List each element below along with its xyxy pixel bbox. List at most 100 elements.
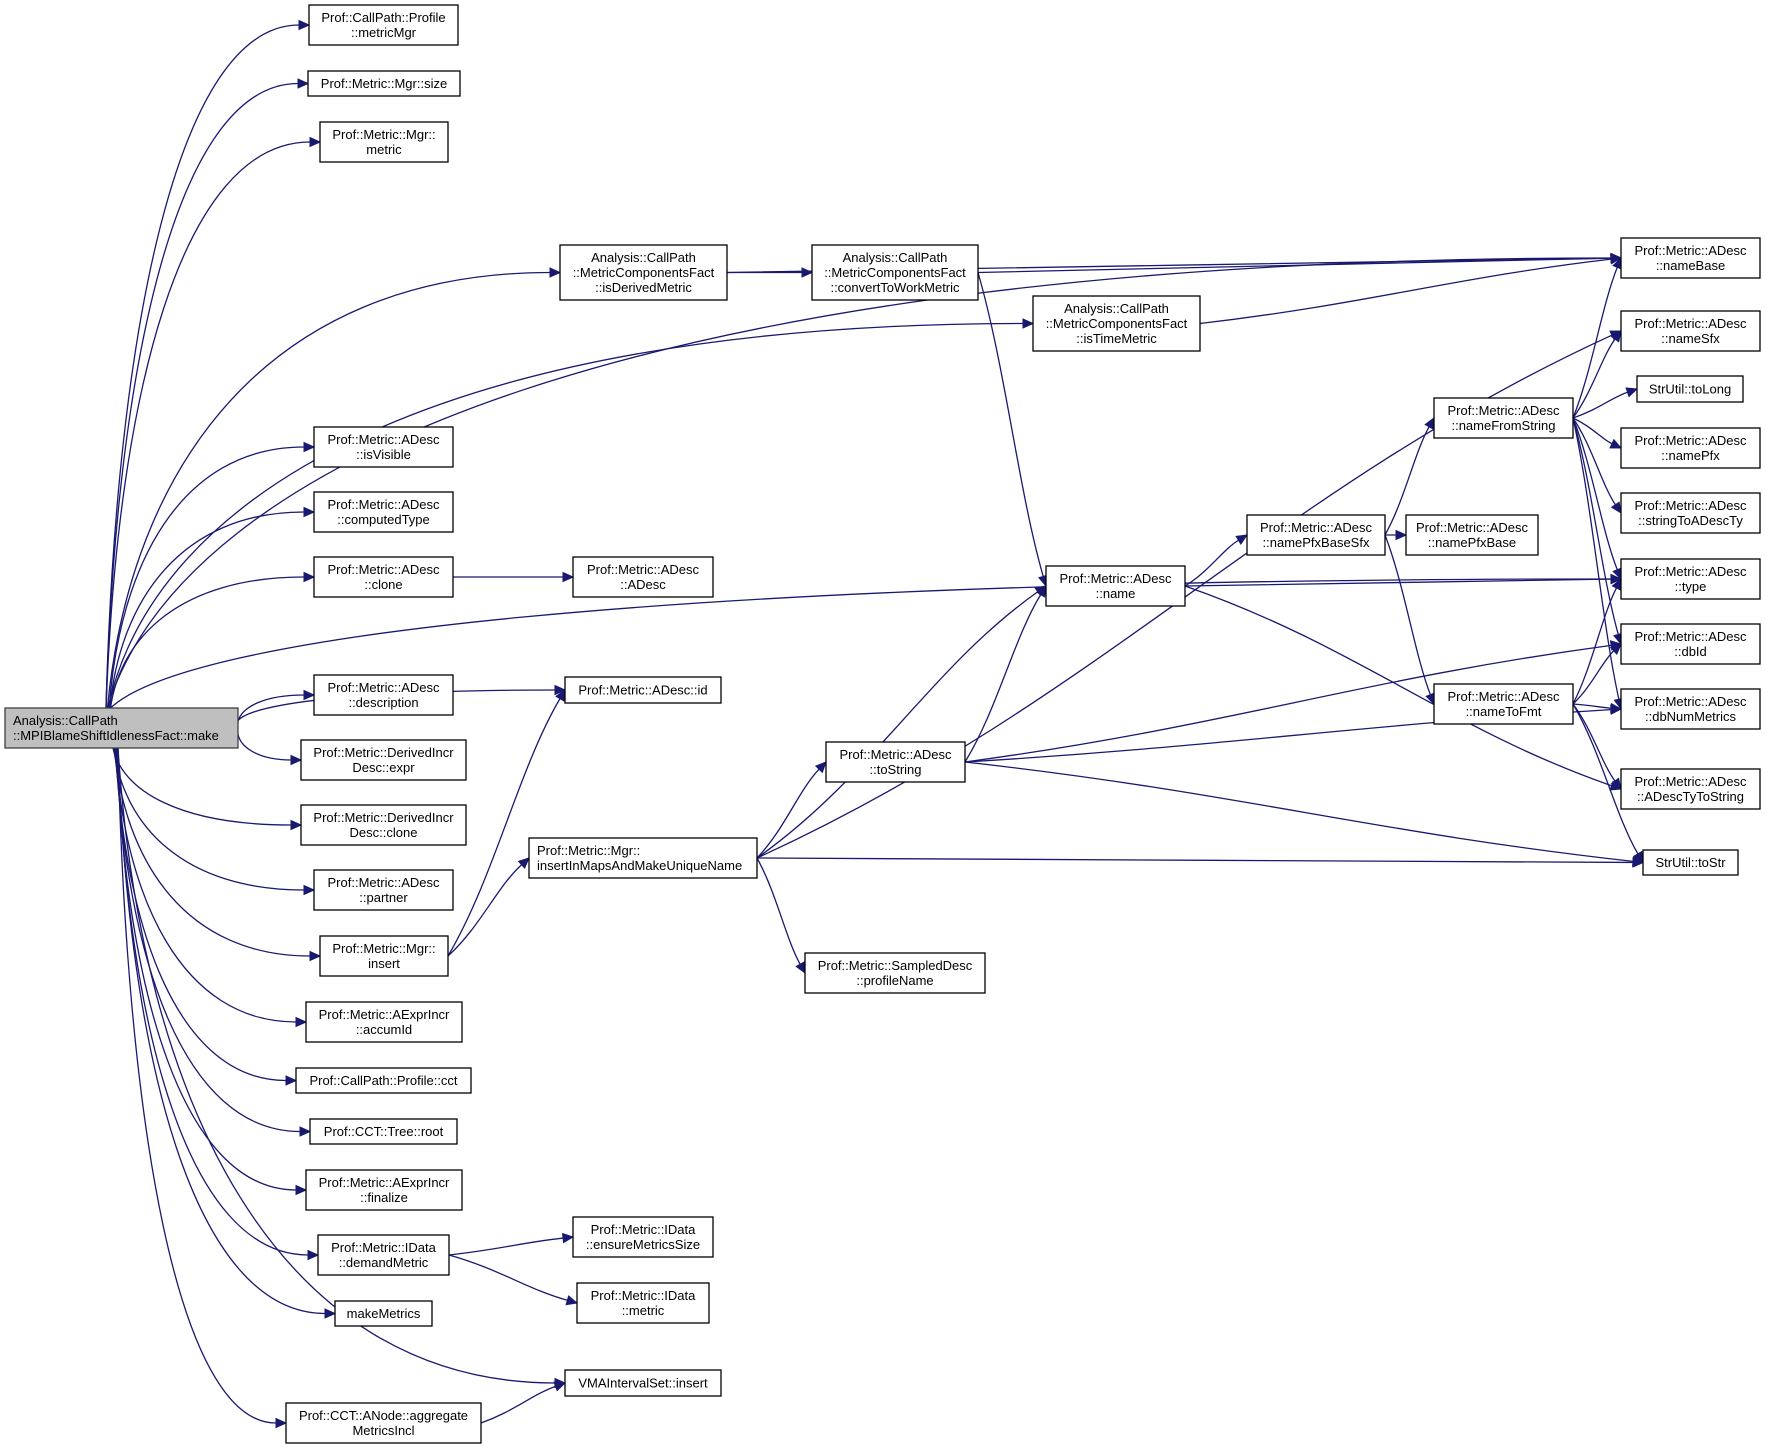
node-label-line: Analysis::CallPath — [1064, 301, 1169, 316]
node-box — [825, 741, 966, 783]
edge-line — [1572, 650, 1615, 705]
node-vma-insert[interactable]: VMAIntervalSet::insert — [564, 1369, 722, 1397]
edge-make-to-clone — [109, 571, 316, 709]
node-label-line: Prof::Metric::ADesc — [1260, 520, 1372, 535]
node-is-derived[interactable]: Analysis::CallPath::MetricComponentsFact… — [559, 244, 728, 301]
node-name[interactable]: Prof::Metric::ADesc::name — [1045, 565, 1186, 607]
edge-line — [756, 768, 820, 859]
node-tree-root[interactable]: Prof::CCT::Tree::root — [309, 1118, 458, 1145]
edge-line — [1572, 703, 1612, 709]
edge-line — [110, 578, 1612, 709]
node-partner[interactable]: Prof::Metric::ADesc::partner — [313, 869, 454, 911]
node-mgr-insert[interactable]: Prof::Metric::Mgr::insert — [319, 935, 449, 977]
node-is-visible[interactable]: Prof::Metric::ADesc::isVisible — [313, 426, 454, 468]
node-db-id[interactable]: Prof::Metric::ADesc::dbId — [1620, 623, 1761, 665]
arrowhead-icon — [1610, 501, 1622, 515]
arrowhead-icon — [324, 1308, 337, 1319]
node-box — [576, 1282, 710, 1324]
node-label-line: Prof::Metric::ADesc — [328, 432, 440, 447]
arrowhead-icon — [1610, 573, 1623, 585]
node-convert-to-work[interactable]: Analysis::CallPath::MetricComponentsFact… — [811, 244, 979, 301]
arrowhead-icon — [1610, 330, 1622, 343]
node-accum-id[interactable]: Prof::Metric::AExprIncr::accumId — [305, 1001, 463, 1043]
node-adesc-ctor[interactable]: Prof::Metric::ADesc::ADesc — [572, 556, 714, 598]
node-name-from-string[interactable]: Prof::Metric::ADesc::nameFromString — [1433, 397, 1574, 439]
node-description[interactable]: Prof::Metric::ADesc::description — [313, 674, 454, 716]
node-name-pfx-base-sfx[interactable]: Prof::Metric::ADesc::namePfxBaseSfx — [1246, 514, 1386, 556]
node-a-desc-ty-to-string[interactable]: Prof::Metric::ADesc::ADescTyToString — [1620, 768, 1761, 810]
node-name-base[interactable]: Prof::Metric::ADesc::nameBase — [1620, 237, 1761, 279]
node-string-to-adesc-ty[interactable]: Prof::Metric::ADesc::stringToADescTy — [1620, 492, 1761, 534]
edge-line — [117, 747, 556, 1384]
node-label-line: ::toString — [869, 762, 921, 777]
nodes-layer: Analysis::CallPath::MPIBlameShiftIdlenes… — [4, 4, 1761, 1444]
node-label-line: Prof::CCT::ANode::aggregate — [299, 1408, 468, 1423]
node-to-str[interactable]: StrUtil::toStr — [1642, 849, 1739, 876]
node-name-pfx[interactable]: Prof::Metric::ADesc::namePfx — [1620, 427, 1761, 469]
node-box — [300, 804, 467, 846]
node-ensure-metrics-size[interactable]: Prof::Metric::IData::ensureMetricsSize — [572, 1216, 714, 1258]
node-box — [1620, 427, 1761, 469]
node-to-long[interactable]: StrUtil::toLong — [1636, 375, 1744, 403]
node-db-num-metrics[interactable]: Prof::Metric::ADesc::dbNumMetrics — [1620, 688, 1761, 730]
arrowhead-icon — [1609, 253, 1623, 265]
node-idata-metric[interactable]: Prof::Metric::IData::metric — [576, 1282, 710, 1324]
arrowhead-icon — [303, 441, 316, 453]
node-label-line: ::type — [1675, 579, 1707, 594]
node-name-sfx[interactable]: Prof::Metric::ADesc::nameSfx — [1620, 310, 1761, 352]
node-metric-mgr[interactable]: Prof::CallPath::Profile::metricMgr — [308, 4, 459, 46]
node-profile-cct[interactable]: Prof::CallPath::Profile::cct — [295, 1067, 472, 1094]
edge-line — [1572, 703, 1616, 782]
node-box — [564, 1369, 722, 1397]
node-label-line: Prof::Metric::Mgr:: — [332, 127, 435, 142]
node-finalize[interactable]: Prof::Metric::AExprIncr::finalize — [305, 1169, 463, 1211]
node-adesc-id[interactable]: Prof::Metric::ADesc::id — [564, 676, 722, 704]
node-label-line: ::namePfx — [1661, 448, 1720, 463]
node-label-line: ::MetricComponentsFact — [573, 265, 715, 280]
node-label-line: Prof::CallPath::Profile — [321, 10, 445, 25]
edge-make-to-finalize — [115, 747, 308, 1196]
node-label-line: Prof::Metric::ADesc — [1448, 689, 1560, 704]
edge-line — [1572, 417, 1613, 445]
arrowhead-icon — [1395, 529, 1408, 541]
edge-line — [107, 322, 1024, 709]
node-is-time[interactable]: Analysis::CallPath::MetricComponentsFact… — [1032, 295, 1201, 352]
edge-make-to-is-time — [107, 318, 1035, 709]
node-to-string[interactable]: Prof::Metric::ADesc::toString — [825, 741, 966, 783]
node-label-line: ::isTimeMetric — [1076, 331, 1157, 346]
node-label-line: Prof::Metric::SampledDesc — [818, 958, 973, 973]
edge-insert-in-maps-to-to-str — [756, 857, 1645, 868]
node-clone[interactable]: Prof::Metric::ADesc::clone — [313, 556, 454, 598]
edge-line — [964, 644, 1612, 763]
node-label-line: ::dbNumMetrics — [1645, 709, 1737, 724]
arrowhead-icon — [801, 267, 814, 278]
edge-line — [1572, 417, 1616, 506]
node-name-to-fmt[interactable]: Prof::Metric::ADesc::nameToFmt — [1433, 683, 1574, 725]
node-computed-type[interactable]: Prof::Metric::ADesc::computedType — [313, 491, 454, 533]
root-node-make[interactable]: Analysis::CallPath::MPIBlameShiftIdlenes… — [4, 707, 239, 749]
node-type[interactable]: Prof::Metric::ADesc::type — [1620, 558, 1761, 600]
node-box — [1620, 623, 1761, 665]
edge-line — [237, 734, 292, 761]
node-demand-metric[interactable]: Prof::Metric::IData::demandMetric — [317, 1234, 450, 1276]
node-label-line: ::MetricComponentsFact — [1046, 316, 1188, 331]
node-label-line: Prof::Metric::Mgr::size — [321, 76, 447, 91]
arrowhead-icon — [295, 1184, 308, 1196]
edge-name-from-string-to-db-id — [1572, 417, 1624, 646]
node-make-metrics[interactable]: makeMetrics — [334, 1300, 433, 1327]
node-mgr-metric[interactable]: Prof::Metric::Mgr::metric — [319, 121, 449, 163]
edge-line — [1572, 391, 1628, 419]
node-box — [313, 426, 454, 468]
node-label-line: ::accumId — [356, 1022, 412, 1037]
node-name-pfx-base[interactable]: Prof::Metric::ADesc::namePfxBase — [1405, 514, 1539, 556]
edge-line — [114, 747, 297, 1023]
node-mgr-size[interactable]: Prof::Metric::Mgr::size — [307, 70, 461, 97]
node-insert-in-maps[interactable]: Prof::Metric::Mgr::insertInMapsAndMakeUn… — [528, 837, 758, 879]
node-box — [1045, 565, 1186, 607]
node-profile-name[interactable]: Prof::Metric::SampledDesc::profileName — [804, 952, 986, 994]
node-label-line: ::namePfxBaseSfx — [1263, 535, 1370, 550]
